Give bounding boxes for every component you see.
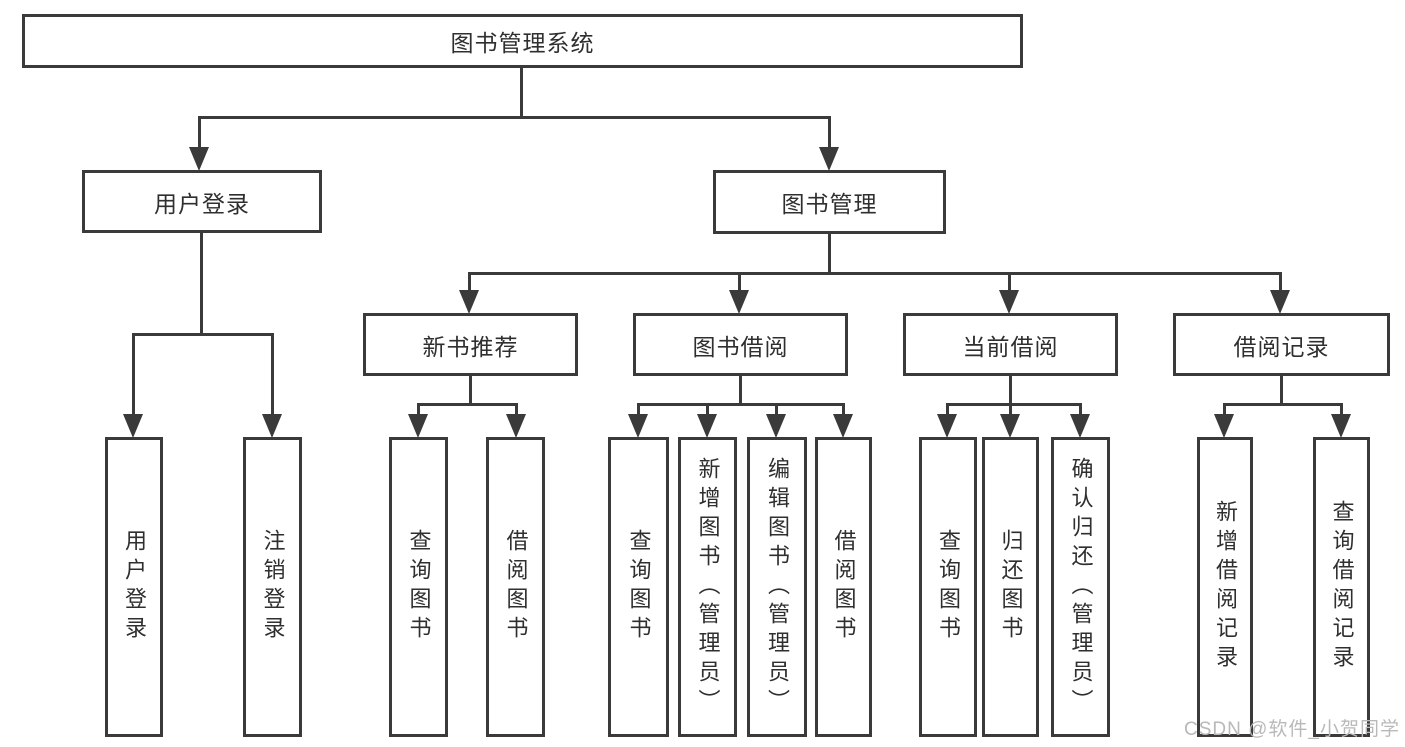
arrowhead-book-borrow (729, 290, 749, 314)
leaf-confirm-return-admin: 确认归还（管理员） (1051, 437, 1110, 737)
connector-to-borrow-records (1279, 272, 1282, 292)
leaf-query-book-borrow: 查询图书 (608, 437, 669, 737)
arrowhead-leaf-add-borrow-record (1214, 414, 1234, 438)
connector-user-login-branch (132, 333, 274, 336)
leaf-add-borrow-record: 新增借阅记录 (1197, 437, 1253, 737)
connector-to-current-borrow (1008, 272, 1011, 292)
arrowhead-current-borrow (999, 290, 1019, 314)
leaf-borrow-book-recommend-label: 借阅图书 (503, 529, 529, 645)
connector-to-leaf-return-book (1009, 403, 1012, 416)
connector-to-book-management (828, 116, 831, 149)
connector-to-leaf-query-book-recommend (417, 403, 420, 416)
arrowhead-leaf-user-login (123, 414, 143, 438)
node-user-login: 用户登录 (82, 170, 322, 233)
leaf-logout: 注销登录 (243, 437, 302, 737)
leaf-return-book: 归还图书 (982, 437, 1039, 737)
arrowhead-leaf-borrow-book-borrow (833, 414, 853, 438)
node-current-borrow-label: 当前借阅 (962, 333, 1059, 360)
node-book-borrow: 图书借阅 (633, 313, 848, 376)
connector-to-leaf-borrow-book-borrow (842, 403, 845, 416)
connector-user-login-stem (200, 233, 203, 336)
leaf-borrow-book-borrow: 借阅图书 (815, 437, 872, 737)
leaf-query-book-borrow-label: 查询图书 (626, 529, 652, 645)
connector-new-book-recommend-branch (417, 403, 518, 406)
connector-book-management-stem (828, 234, 831, 275)
connector-root-branch (198, 116, 831, 119)
leaf-query-borrow-record: 查询借阅记录 (1313, 437, 1370, 737)
leaf-add-borrow-record-label: 新增借阅记录 (1213, 500, 1238, 674)
arrowhead-book-management (819, 147, 839, 171)
node-borrow-records: 借阅记录 (1173, 313, 1390, 376)
leaf-edit-book-admin-label: 编辑图书（管理员） (765, 456, 790, 718)
csdn-watermark: CSDN @软件_小贺同学 (1184, 719, 1400, 740)
node-root-label: 图书管理系统 (450, 30, 595, 56)
connector-root-stem (520, 68, 523, 118)
leaf-confirm-return-admin-label: 确认归还（管理员） (1068, 456, 1094, 718)
connector-to-user-login (198, 116, 201, 149)
arrowhead-borrow-records (1270, 290, 1290, 314)
node-book-borrow-label: 图书借阅 (692, 333, 789, 360)
leaf-borrow-book-recommend: 借阅图书 (486, 437, 545, 737)
arrowhead-leaf-borrow-book-recommend (506, 414, 526, 438)
connector-borrow-records-stem (1280, 376, 1283, 406)
arrowhead-leaf-query-book-recommend (408, 414, 428, 438)
connector-to-leaf-confirm-return-admin (1079, 403, 1082, 416)
node-book-management: 图书管理 (713, 170, 946, 234)
arrowhead-user-login (189, 147, 209, 171)
leaf-edit-book-admin: 编辑图书（管理员） (747, 437, 807, 737)
arrowhead-leaf-logout (262, 414, 282, 438)
node-book-management-label: 图书管理 (781, 191, 878, 217)
leaf-return-book-label: 归还图书 (998, 529, 1024, 645)
arrowhead-leaf-query-borrow-record (1331, 414, 1351, 438)
leaf-add-book-admin: 新增图书（管理员） (678, 437, 737, 737)
connector-to-leaf-query-borrow-record (1340, 403, 1343, 416)
connector-to-leaf-query-book-current (946, 403, 949, 416)
connector-to-book-borrow (738, 272, 741, 292)
connector-to-leaf-logout (271, 333, 274, 417)
arrowhead-leaf-confirm-return-admin (1070, 414, 1090, 438)
arrowhead-leaf-query-book-borrow (628, 414, 648, 438)
connector-to-leaf-borrow-book-recommend (515, 403, 518, 416)
connector-to-leaf-add-book-admin (706, 403, 709, 416)
node-new-book-recommend: 新书推荐 (363, 313, 578, 376)
leaf-user-login: 用户登录 (105, 437, 163, 737)
connector-new-book-recommend-stem (469, 376, 472, 406)
connector-to-leaf-user-login (132, 333, 135, 417)
arrowhead-leaf-add-book-admin (697, 414, 717, 438)
connector-to-leaf-add-borrow-record (1223, 403, 1226, 416)
arrowhead-leaf-query-book-current (937, 414, 957, 438)
leaf-query-borrow-record-label: 查询借阅记录 (1329, 500, 1355, 674)
leaf-query-book-recommend-label: 查询图书 (406, 529, 432, 645)
connector-book-management-branch (468, 272, 1282, 275)
node-current-borrow: 当前借阅 (903, 313, 1118, 376)
connector-current-borrow-branch (946, 403, 1082, 406)
connector-borrow-records-branch (1223, 403, 1343, 406)
leaf-borrow-book-borrow-label: 借阅图书 (831, 529, 857, 645)
connector-book-borrow-branch (637, 403, 845, 406)
leaf-logout-label: 注销登录 (260, 529, 286, 645)
node-root: 图书管理系统 (22, 14, 1023, 68)
node-user-login-label: 用户登录 (154, 190, 250, 217)
connector-to-new-book-recommend (468, 272, 471, 292)
leaf-query-book-recommend: 查询图书 (389, 437, 448, 737)
arrowhead-leaf-return-book (1000, 414, 1020, 438)
leaf-query-book-current: 查询图书 (919, 437, 977, 737)
node-borrow-records-label: 借阅记录 (1233, 333, 1330, 360)
node-new-book-recommend-label: 新书推荐 (422, 333, 519, 360)
leaf-add-book-admin-label: 新增图书（管理员） (695, 456, 721, 718)
connector-to-leaf-query-book-borrow (637, 403, 640, 416)
connector-current-borrow-stem (1009, 376, 1012, 406)
arrowhead-new-book-recommend (459, 290, 479, 314)
leaf-query-book-current-label: 查询图书 (936, 529, 961, 645)
leaf-user-login-label: 用户登录 (122, 529, 147, 645)
connector-to-leaf-edit-book-admin (775, 403, 778, 416)
arrowhead-leaf-edit-book-admin (766, 414, 786, 438)
connector-book-borrow-stem (739, 376, 742, 406)
